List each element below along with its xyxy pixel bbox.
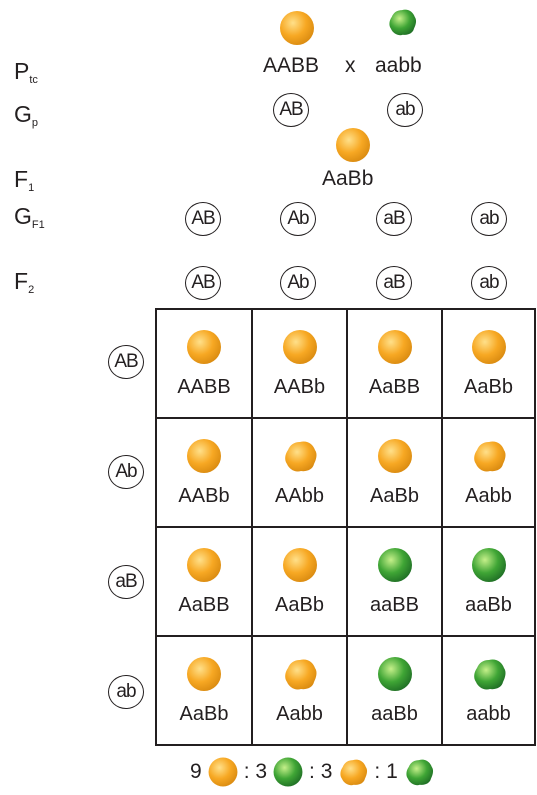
punnett-cell: AABb (253, 310, 346, 417)
punnett-genotype: aaBB (370, 594, 419, 616)
punnett-cell: AaBB (348, 310, 441, 417)
parent-genotype-right: aabb (375, 54, 422, 77)
punnett-genotype: AaBB (368, 376, 421, 398)
punnett-cell: AABb (157, 419, 251, 526)
cross-symbol: x (345, 54, 356, 77)
ratio-separator-1: : 3 (243, 760, 268, 783)
ratio-yellow-round-seed (206, 755, 240, 789)
yellow-round-seed (375, 436, 415, 476)
ratio-green-round-seed (271, 755, 305, 789)
punnett-genotype: Aabb (465, 485, 512, 507)
green-wrinkled-seed (469, 654, 509, 694)
ratio-separator-3: : 1 (374, 760, 398, 783)
punnett-cell: AABB (157, 310, 251, 417)
yellow-round-seed (184, 545, 224, 585)
f1-gamete-1: AB (185, 202, 221, 236)
label-f1: F1 (14, 166, 35, 195)
parent-gamete-1: AB (273, 93, 309, 127)
punnett-genotype: AaBb (464, 376, 513, 398)
f1-gamete-4: ab (471, 202, 507, 236)
yellow-wrinkled-seed (469, 436, 509, 476)
col-gamete-2: Ab (280, 266, 316, 300)
green-round-seed (375, 545, 415, 585)
parent-green-wrinkled-seed (383, 5, 421, 39)
yellow-round-seed (280, 327, 320, 367)
row-gamete-3: aB (108, 565, 144, 599)
punnett-cell: AaBb (253, 528, 346, 635)
green-round-seed (375, 654, 415, 694)
yellow-wrinkled-seed (280, 436, 320, 476)
yellow-round-seed (184, 654, 224, 694)
yellow-round-seed (184, 436, 224, 476)
punnett-cell: aaBB (348, 528, 441, 635)
grid-line-horizontal (157, 635, 534, 637)
f1-genotype: AaBb (322, 167, 374, 190)
yellow-round-seed (184, 327, 224, 367)
row-gamete-1: AB (108, 345, 144, 379)
ratio-separator-2: : 3 (309, 760, 333, 783)
label-gp: Gp (14, 101, 39, 130)
punnett-cell: aaBb (348, 637, 441, 744)
punnett-genotype: AaBb (370, 485, 419, 507)
green-round-seed (469, 545, 509, 585)
punnett-genotype: aaBb (465, 594, 512, 616)
punnett-cell: Aabb (443, 419, 534, 526)
col-gamete-3: aB (376, 266, 412, 300)
ratio-yellow-wrinkled-seed (336, 755, 370, 789)
punnett-cell: aabb (443, 637, 534, 744)
label-ptc: Ptc (14, 58, 38, 87)
punnett-cell: AaBB (157, 528, 251, 635)
punnett-genotype: AaBb (179, 703, 229, 725)
parent-yellow-round-seed (277, 8, 317, 48)
label-f2: F2 (14, 268, 35, 297)
parent-genotype-left: AABB (263, 54, 320, 77)
punnett-genotype: AaBb (275, 594, 324, 616)
row-gamete-2: Ab (108, 455, 144, 489)
row-gamete-4: ab (108, 675, 144, 709)
punnett-cell: Aabb (253, 637, 346, 744)
punnett-cell: AaBb (157, 637, 251, 744)
punnett-genotype: AABb (178, 485, 230, 507)
punnett-genotype: Aabb (276, 703, 323, 725)
yellow-round-seed (469, 327, 509, 367)
col-gamete-4: ab (471, 266, 507, 300)
punnett-cell: AAbb (253, 419, 346, 526)
f1-yellow-round-seed (333, 125, 373, 165)
punnett-cell: AaBb (348, 419, 441, 526)
punnett-genotype: AaBB (178, 594, 230, 616)
yellow-wrinkled-seed (280, 654, 320, 694)
ratio-yellow-round-count: 9 (190, 760, 202, 783)
label-gf1: GF1 (14, 203, 45, 232)
punnett-cell: AaBb (443, 310, 534, 417)
yellow-round-seed (280, 545, 320, 585)
punnett-genotype: AAbb (275, 485, 324, 507)
ratio-green-wrinkled-seed (402, 755, 436, 789)
punnett-genotype: AABb (273, 376, 326, 398)
f1-gamete-2: Ab (280, 202, 316, 236)
yellow-round-seed (375, 327, 415, 367)
parent-gamete-2: ab (387, 93, 423, 127)
punnett-genotype: AABB (177, 376, 231, 398)
col-gamete-1: AB (185, 266, 221, 300)
grid-line-horizontal (157, 526, 534, 528)
punnett-genotype: aaBb (371, 703, 418, 725)
f1-gamete-3: aB (376, 202, 412, 236)
phenotype-ratio: 9 : 3 : 3 : 1 (190, 755, 440, 789)
grid-line-horizontal (157, 417, 534, 419)
punnett-cell: aaBb (443, 528, 534, 635)
punnett-genotype: aabb (466, 703, 511, 725)
